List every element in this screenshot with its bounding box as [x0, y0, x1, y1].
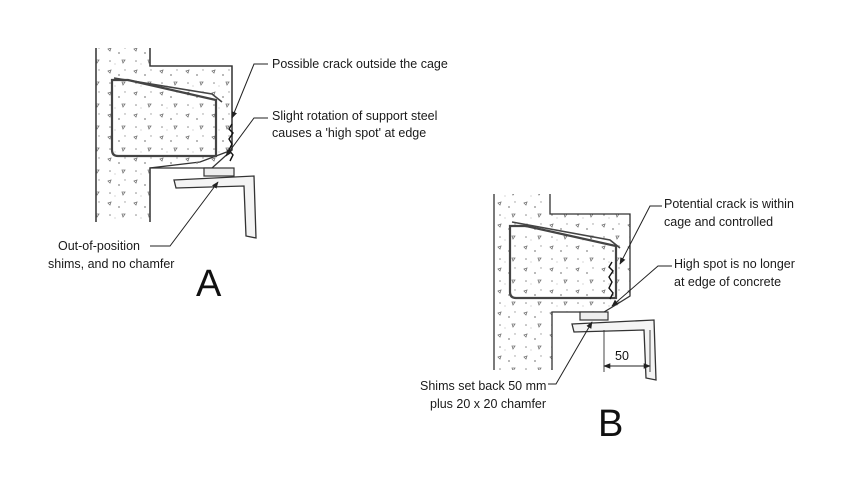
angle-support-b — [571, 319, 657, 381]
rebar-cage-a — [110, 78, 218, 158]
label-b: B — [598, 403, 623, 445]
note-b-crack-line2: cage and controlled — [664, 215, 773, 229]
crack-a — [228, 123, 234, 162]
angle-support-a — [173, 175, 257, 239]
note-a-shims-line2: shims, and no chamfer — [48, 257, 174, 271]
crack-b — [608, 261, 614, 300]
label-a: A — [196, 263, 222, 305]
note-b-highspot-line2: at edge of concrete — [674, 275, 781, 289]
shim-b — [579, 311, 609, 321]
rebar-cage-b — [508, 224, 618, 300]
note-a-rotation-line2: causes a 'high spot' at edge — [272, 126, 426, 140]
note-a-shims-line1: Out-of-position — [58, 239, 140, 253]
note-b-highspot-line1: High spot is no longer — [674, 257, 795, 271]
concrete-a — [96, 48, 232, 222]
note-b-shims-line1: Shims set back 50 mm — [420, 379, 546, 393]
note-a-crack: Possible crack outside the cage — [272, 57, 448, 71]
shim-a — [203, 167, 235, 177]
note-b-shims-line2: plus 20 x 20 chamfer — [430, 397, 546, 411]
concrete-b — [494, 194, 630, 370]
dimension-50: 50 — [615, 349, 629, 363]
note-b-crack-line1: Potential crack is within — [664, 197, 794, 211]
note-a-rotation-line1: Slight rotation of support steel — [272, 109, 437, 123]
detail-a: Possible crack outside the cage Slight r… — [48, 48, 448, 305]
detail-b: 50 Potential crack is within cage and co… — [420, 194, 795, 445]
